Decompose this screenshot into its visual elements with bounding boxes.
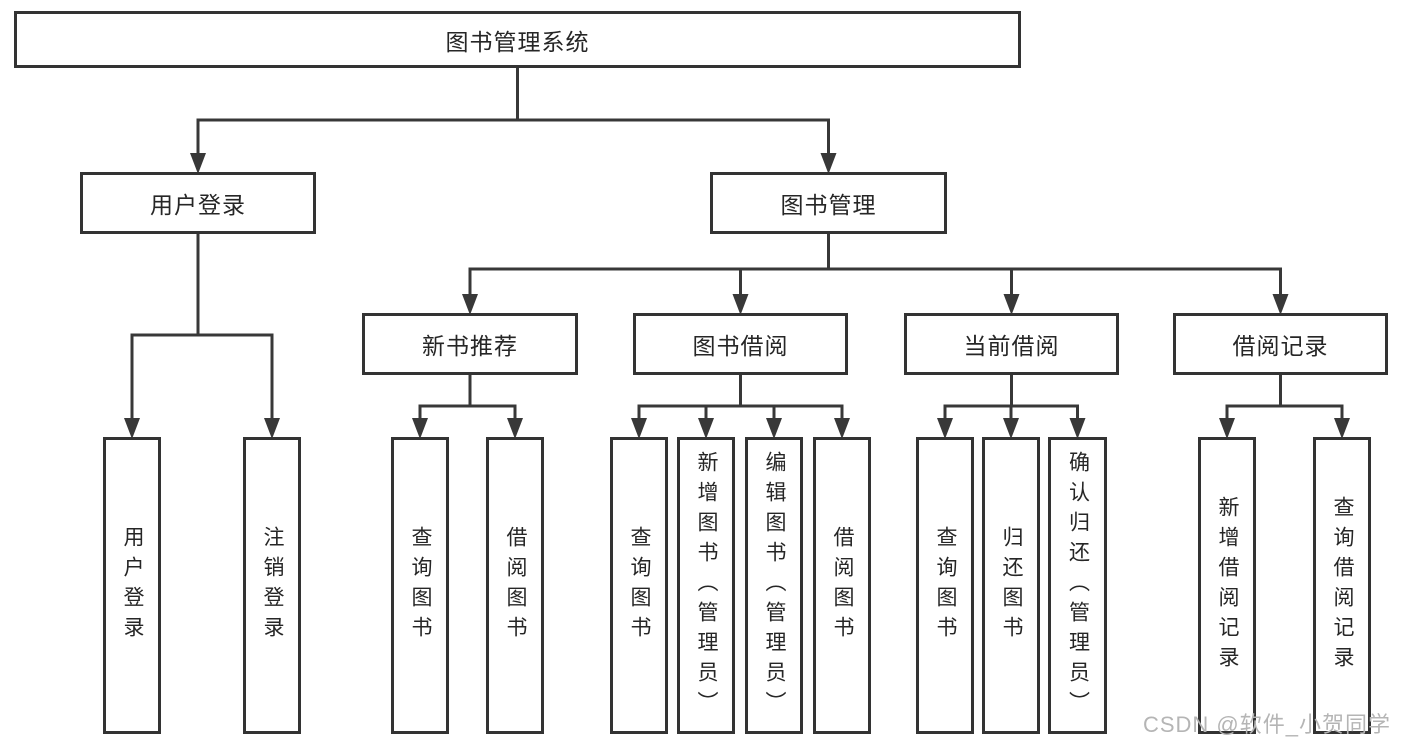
node-user-login-branch: 用户登录	[80, 172, 316, 234]
node-book-borrowing: 图书借阅	[633, 313, 848, 375]
arrowheads-root	[190, 153, 837, 174]
connector-s1	[637, 373, 844, 422]
node-library-management-system: 图书管理系统	[14, 11, 1021, 68]
arrowheads-s0	[412, 418, 523, 439]
leaf-query-books-current: 查询图书	[916, 437, 974, 734]
connector-s3	[1225, 373, 1344, 422]
leaf-add-books-admin: 新增图书（管理员）	[677, 437, 735, 734]
arrowheads-s3	[1219, 418, 1350, 439]
leaf-query-borrow-record: 查询借阅记录	[1313, 437, 1371, 734]
leaf-return-books: 归还图书	[982, 437, 1040, 734]
leaf-confirm-return-admin: 确认归还（管理员）	[1048, 437, 1107, 734]
leaf-query-books-recommend: 查询图书	[391, 437, 449, 734]
arrowheads-b0	[124, 418, 280, 439]
arrowheads-b1	[462, 294, 1289, 315]
leaf-user-login: 用户登录	[103, 437, 161, 734]
node-book-management-branch: 图书管理	[710, 172, 947, 234]
connector-b1	[468, 232, 1282, 298]
leaf-borrow-books-recommend: 借阅图书	[486, 437, 544, 734]
connector-s2	[943, 373, 1079, 422]
connector-b0	[130, 232, 274, 422]
leaf-logout: 注销登录	[243, 437, 301, 734]
arrowheads-s2	[937, 418, 1086, 439]
leaf-query-books-borrowing: 查询图书	[610, 437, 668, 734]
leaf-edit-books-admin: 编辑图书（管理员）	[745, 437, 803, 734]
node-new-book-recommendation: 新书推荐	[362, 313, 578, 375]
connector-root	[196, 66, 830, 157]
node-borrowing-records: 借阅记录	[1173, 313, 1388, 375]
leaf-borrow-books-borrowing: 借阅图书	[813, 437, 871, 734]
leaf-add-borrow-record: 新增借阅记录	[1198, 437, 1256, 734]
node-current-borrowing: 当前借阅	[904, 313, 1119, 375]
arrowheads-s1	[631, 418, 850, 439]
connector-s0	[418, 373, 517, 422]
